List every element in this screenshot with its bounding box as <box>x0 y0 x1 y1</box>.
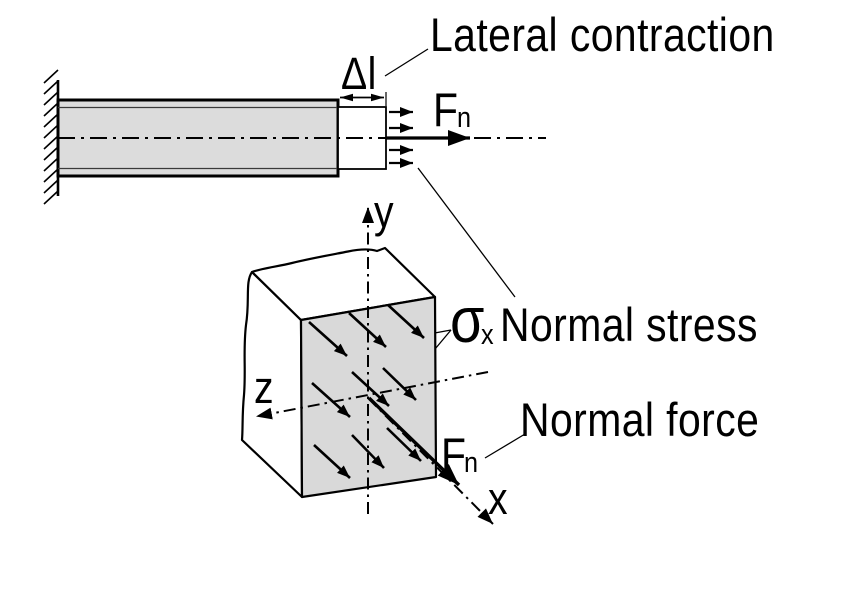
tension-bar <box>56 98 546 178</box>
normal-force-label: Normal force <box>520 393 760 446</box>
sigma-arrow <box>351 371 390 407</box>
sigma-arrow <box>382 367 417 401</box>
normal-force-arrow-block <box>367 396 461 487</box>
sigma-symbol: σ <box>450 284 485 356</box>
axis-z-line <box>255 371 489 420</box>
block-top-face <box>250 246 437 322</box>
sigma-arrow <box>311 382 351 418</box>
sigma-subscript: x <box>481 319 495 351</box>
axis-x-label: x <box>488 473 509 524</box>
sigma-arrow <box>387 304 425 339</box>
sigma-arrow <box>313 444 351 479</box>
block-left-face <box>240 270 304 499</box>
face-stress-arrows <box>308 304 425 479</box>
sigma-arrow <box>308 321 348 357</box>
delta-l-label: Δl <box>341 48 377 99</box>
delta-l-dimension <box>340 92 387 106</box>
axis-z-label: z <box>254 362 275 413</box>
leader-lateral-contraction <box>384 48 429 77</box>
axis-y-label: y <box>374 186 395 237</box>
wall-hatching <box>43 69 59 205</box>
normal-stress-label: Normal stress <box>500 298 758 351</box>
force-symbol-bottom: F <box>441 428 467 481</box>
sigma-arrow <box>348 312 387 348</box>
force-symbol-top: F <box>433 83 459 136</box>
force-subscript-top: n <box>457 102 472 134</box>
bar-end-stress-arrows <box>389 107 413 168</box>
sigma-arrow <box>351 434 385 469</box>
lateral-contraction-label: Lateral contraction <box>430 8 775 61</box>
force-subscript-bottom: n <box>464 447 479 479</box>
leader-normal-force <box>484 433 526 459</box>
leader-normal-stress <box>417 167 516 298</box>
fixed-support <box>43 69 60 205</box>
sigma-arrow <box>386 427 422 462</box>
